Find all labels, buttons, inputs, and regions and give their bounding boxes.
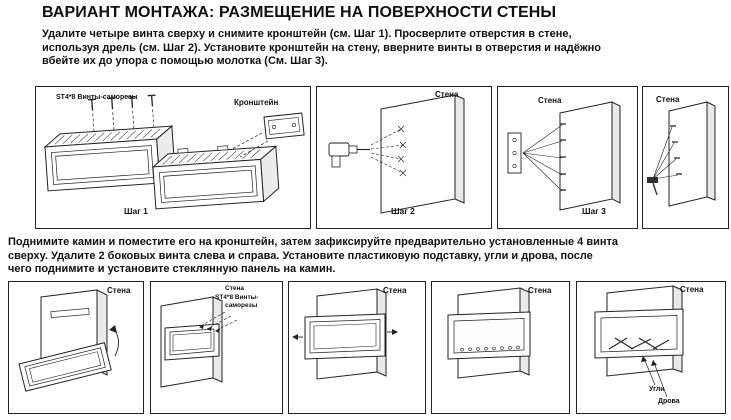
side-screws-drawing (292, 288, 398, 380)
wall-side (706, 101, 716, 201)
step1-label: Шаг 1 (124, 206, 148, 216)
bracket-guide-lines (231, 132, 269, 158)
side-arrow-left-head (292, 334, 298, 340)
fix-screws-panel: Стена ST4*8 Винты- саморезы (150, 281, 283, 414)
screws-label: ST4*8 Винты-саморезы (56, 94, 138, 101)
wall-label: Стена (435, 90, 459, 99)
lift-panel: Стена (8, 281, 144, 414)
hammer-lines (652, 126, 679, 180)
wall-label: Стена (656, 95, 680, 104)
fireplace (18, 342, 112, 392)
top-screws (87, 94, 156, 138)
side-screws-panel: Стена (288, 281, 426, 414)
bracket (263, 112, 305, 140)
fix-screws-drawing (160, 296, 238, 388)
middle-paragraph: Поднимите камин и поместите его на кронш… (8, 236, 618, 275)
screw-marks (670, 125, 682, 175)
log-strokes (608, 337, 670, 350)
wall-label: Стена (680, 285, 704, 294)
fireplace-unit-right (151, 145, 280, 210)
wall-front (559, 101, 613, 211)
base-drawing (447, 287, 531, 379)
step3-hammer-drawing (647, 101, 716, 207)
fireplace-with-logs (594, 308, 684, 359)
bracket (507, 132, 522, 174)
base-panel: Стена (431, 281, 570, 414)
screws-label: ST4*8 Винты- (215, 294, 259, 301)
screw-marks (560, 123, 566, 191)
step2-drawing (328, 94, 465, 214)
wall-label: Стена (225, 285, 245, 292)
bracket-label: Кронштейн (234, 98, 279, 107)
fireplace-open (447, 311, 531, 360)
wall-front (668, 101, 708, 207)
fireplace (164, 323, 220, 361)
wall-label: Стена (538, 96, 562, 105)
pointer-head (641, 356, 647, 362)
coals-label: Угли (649, 386, 665, 393)
screw-lines (522, 124, 563, 192)
logs-panel: Стена Угли Дрова (576, 281, 726, 414)
step1-drawing (43, 94, 305, 210)
side-arrow-right-head (392, 329, 398, 335)
step3-hammer-panel: Стена (642, 86, 729, 229)
hole-marks (397, 125, 407, 177)
arrowhead (215, 328, 220, 333)
wall-label: Стена (383, 286, 407, 295)
fireplace-unit-left (43, 125, 176, 192)
wall-front (380, 94, 456, 214)
arrowhead (199, 324, 204, 329)
drill (328, 142, 370, 168)
hammer (647, 177, 658, 196)
step2-label: Шаг 2 (391, 206, 415, 216)
intro-paragraph: Удалите четыре винта сверху и снимите кр… (42, 28, 602, 67)
pointer-head (651, 360, 657, 366)
bracket-on-wall (50, 307, 90, 319)
logs-label: Дрова (658, 398, 680, 405)
step2-panel: Стена Шаг 2 (316, 86, 492, 229)
wall-label: Стена (107, 286, 131, 295)
page-title: ВАРИАНТ МОНТАЖА: РАЗМЕЩЕНИЕ НА ПОВЕРХНОС… (42, 4, 557, 21)
lift-arrowhead (109, 325, 117, 333)
lift-drawing (18, 289, 119, 392)
screws-label-2: саморезы (225, 302, 258, 309)
arrowhead (207, 326, 212, 331)
step3-label: Шаг 3 (582, 206, 606, 216)
fireplace (304, 313, 386, 360)
wall-side (454, 94, 465, 204)
step3-panel: Стена Шаг 3 (497, 86, 638, 229)
step3-drawing (507, 101, 621, 211)
wall-label: Стена (528, 286, 552, 295)
logs-drawing (594, 285, 684, 398)
drill-guide-lines (370, 128, 404, 174)
step1-panel: ST4*8 Винты-саморезы Кронштейн Шаг 1 (35, 86, 311, 229)
wall-side (611, 101, 621, 204)
